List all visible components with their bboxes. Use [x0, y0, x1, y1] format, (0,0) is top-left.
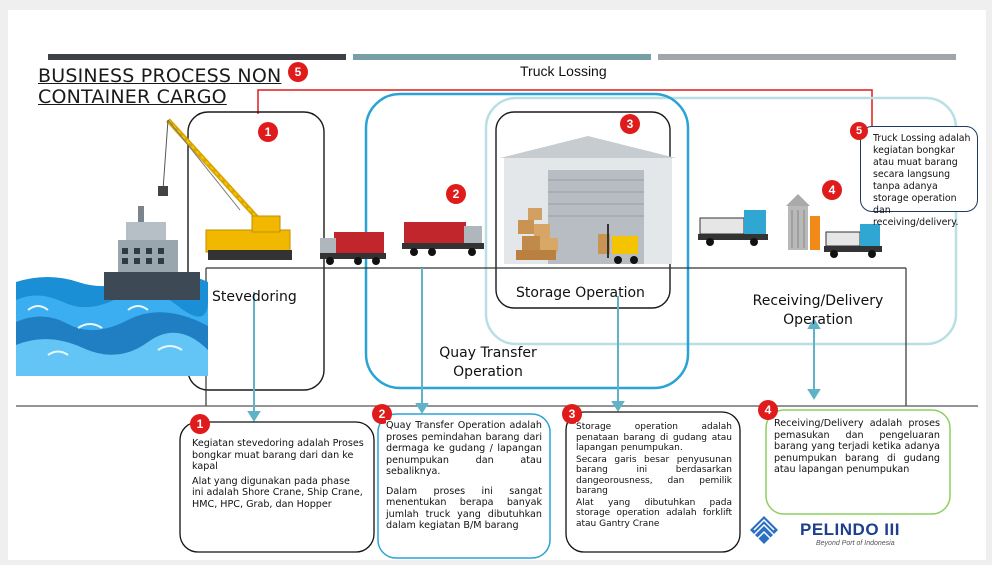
ship [104, 206, 200, 300]
desc-1-number-badge: 1 [190, 414, 210, 434]
truck-lossing-label: Truck Lossing [520, 63, 607, 79]
header-bar-middle [353, 54, 651, 60]
truck-lossing-note-badge: 5 [850, 122, 868, 140]
desc-3-number-badge: 3 [562, 404, 582, 424]
desc-3-para-2: Secara garis besar penyusunan barang ini… [576, 454, 732, 497]
header-bar-right [658, 54, 956, 60]
desc-3-para-1: Storage operation adalah penataan barang… [576, 422, 732, 453]
desc-4-para-1: Receiving/Delivery adalah proses pemasuk… [774, 418, 940, 475]
desc-2-para-1: Quay Transfer Operation adalah proses pe… [386, 420, 542, 477]
quay-trucks [320, 222, 484, 265]
page-title: BUSINESS PROCESS NON CONTAINER CARGO [38, 66, 281, 108]
desc-1-para-2: Alat yang digunakan pada phase ini adala… [192, 475, 363, 510]
slide: BUSINESS PROCESS NON CONTAINER CARGO 5 T… [8, 10, 986, 560]
pelindo-logo-tagline: Beyond Port of Indonesia [816, 540, 895, 547]
desc-2-number-badge: 2 [372, 404, 392, 424]
phase-2-label: Quay Transfer Operation [418, 344, 558, 382]
desc-box-2: Quay Transfer Operation adalah proses pe… [386, 420, 542, 535]
desc-1-para-1: Kegiatan stevedoring adalah Proses bongk… [192, 438, 364, 472]
desc-box-1: Kegiatan stevedoring adalah Proses bongk… [192, 438, 364, 513]
receiving-trucks [698, 194, 882, 258]
phase-4-label-line-1: Receiving/Delivery [752, 293, 884, 309]
truck-lossing-bracket [257, 89, 873, 132]
receiving-frame [484, 96, 958, 346]
desc-4-number-badge: 4 [758, 400, 778, 420]
header-bar-left [48, 54, 346, 60]
desc-3-para-3: Alat yang dibutuhkan pada storage operat… [576, 497, 732, 529]
warehouse [500, 136, 676, 264]
phase-1-number-badge: 1 [258, 122, 278, 142]
desc-box-3: Storage operation adalah penataan barang… [576, 422, 732, 532]
phase-3-label: Storage Operation [516, 285, 645, 301]
phase-3-number-badge: 3 [620, 114, 640, 134]
desc-box-4: Receiving/Delivery adalah proses pemasuk… [774, 418, 940, 479]
phase-4-label-line-2: Operation [783, 312, 853, 328]
phase-2-label-line-2: Operation [453, 364, 523, 380]
title-line-2: CONTAINER CARGO [38, 86, 227, 108]
sea-waves [16, 271, 208, 376]
truck-lossing-number-badge: 5 [288, 62, 308, 82]
phase-2-number-badge: 2 [446, 184, 466, 204]
phase-2-label-line-1: Quay Transfer [439, 345, 537, 361]
phase-4-label: Receiving/Delivery Operation [738, 292, 898, 330]
title-line-1: BUSINESS PROCESS NON [38, 65, 282, 87]
crane [158, 118, 292, 260]
desc-2-para-2: Dalam proses ini sangat menentukan berap… [386, 485, 542, 532]
phase-1-label: Stevedoring [212, 289, 297, 305]
phase-4-number-badge: 4 [822, 180, 842, 200]
truck-lossing-note: Truck Lossing adalah kegiatan bongkar at… [860, 126, 978, 228]
pelindo-logo-text: PELINDO III [800, 520, 900, 539]
pelindo-logo-mark [750, 516, 778, 544]
